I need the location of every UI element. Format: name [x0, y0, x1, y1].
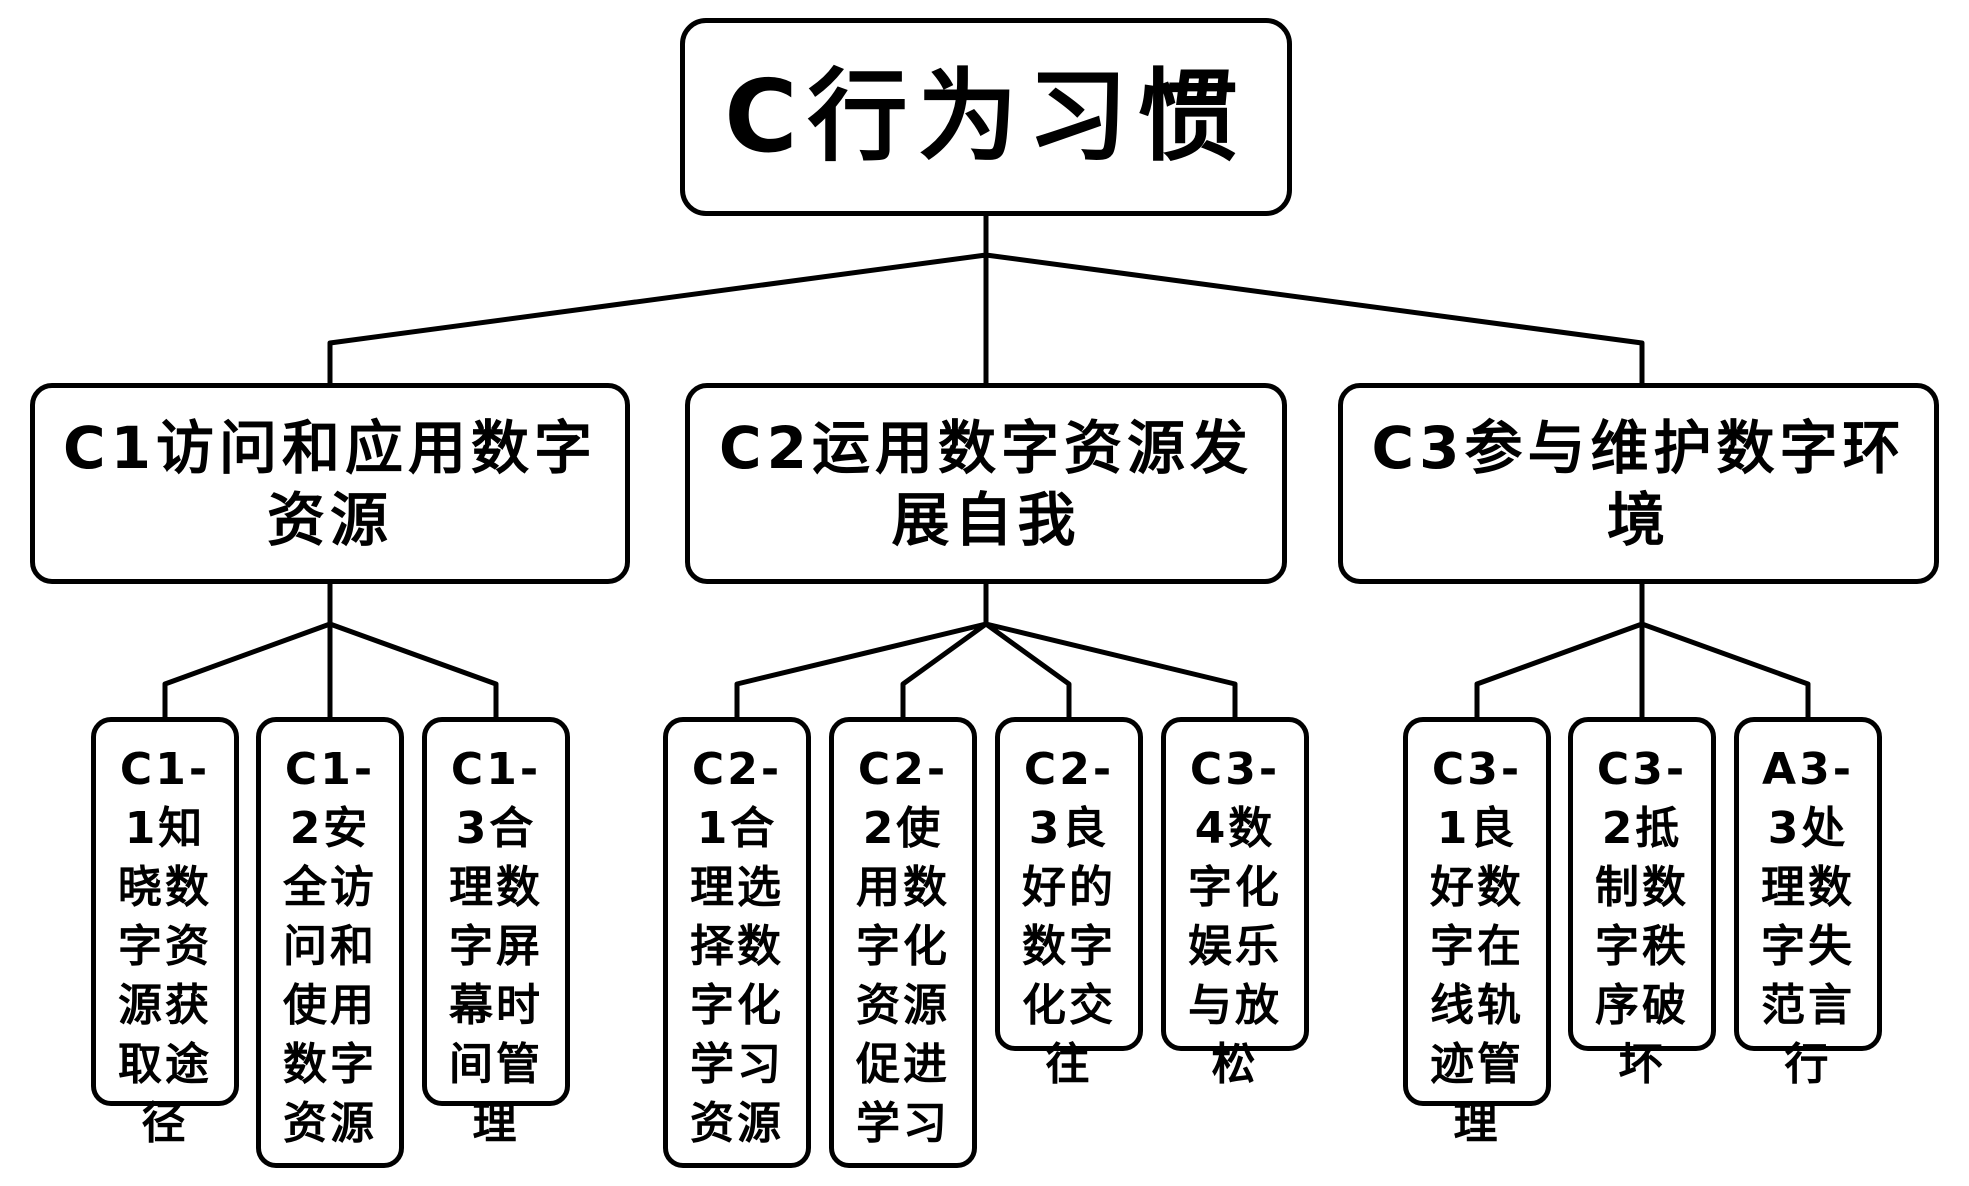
leaf-node-c2-1: C2-1合理选择数字化学习资源 — [663, 717, 811, 1168]
category-node-c1: C1访问和应用数字资源 — [30, 383, 630, 584]
root-node: C行为习惯 — [680, 18, 1292, 216]
leaf-node-c3-2: C3-2抵制数字秩序破坏 — [1568, 717, 1716, 1090]
leaf-node-label: C2-3良好的数字化交往 — [1022, 744, 1116, 1090]
leaf-node-c3-1: C3-1良好数字在线轨迹管理 — [1403, 717, 1551, 1149]
category-node-c3: C3参与维护数字环境 — [1338, 383, 1939, 584]
leaf-node-label: C3-4数字化娱乐与放松 — [1188, 744, 1282, 1090]
root-node-label: C行为习惯 — [724, 58, 1248, 175]
category-node-label: C3参与维护数字环境 — [1371, 413, 1906, 554]
category-node-label: C1访问和应用数字资源 — [63, 413, 597, 554]
connector-cat2-to-leaves — [734, 581, 1238, 720]
connector-cat3-to-leaves — [1474, 581, 1811, 720]
leaf-node-c1-1: C1-1知晓数字资源获取途径 — [91, 717, 239, 1149]
category-node-label: C2运用数字资源发展自我 — [719, 413, 1253, 554]
leaf-node-c3-4: C3-4数字化娱乐与放松 — [1161, 717, 1309, 1090]
connector-root-to-categories — [327, 213, 1645, 386]
leaf-node-c2-2: C2-2使用数字化资源促进学习 — [829, 717, 977, 1168]
leaf-node-label: C1-3合理数字屏幕时间管理 — [449, 744, 543, 1149]
leaf-node-label: C3-1良好数字在线轨迹管理 — [1430, 744, 1524, 1149]
leaf-node-label: C2-2使用数字化资源促进学习 — [856, 744, 950, 1149]
connector-cat1-to-leaves — [162, 581, 499, 720]
leaf-node-c1-3: C1-3合理数字屏幕时间管理 — [422, 717, 570, 1149]
leaf-node-c1-2: C1-2安全访问和使用数字资源 — [256, 717, 404, 1168]
leaf-node-label: C3-2抵制数字秩序破坏 — [1595, 744, 1689, 1090]
category-node-c2: C2运用数字资源发展自我 — [685, 383, 1287, 584]
leaf-node-label: C2-1合理选择数字化学习资源 — [690, 744, 784, 1149]
leaf-node-label: C1-1知晓数字资源获取途径 — [118, 744, 212, 1149]
leaf-node-a3-3: A3-3处理数字失范言行 — [1734, 717, 1882, 1090]
leaf-node-label: C1-2安全访问和使用数字资源 — [283, 744, 377, 1149]
leaf-node-label: A3-3处理数字失范言行 — [1761, 744, 1855, 1090]
leaf-node-c2-3: C2-3良好的数字化交往 — [995, 717, 1143, 1090]
